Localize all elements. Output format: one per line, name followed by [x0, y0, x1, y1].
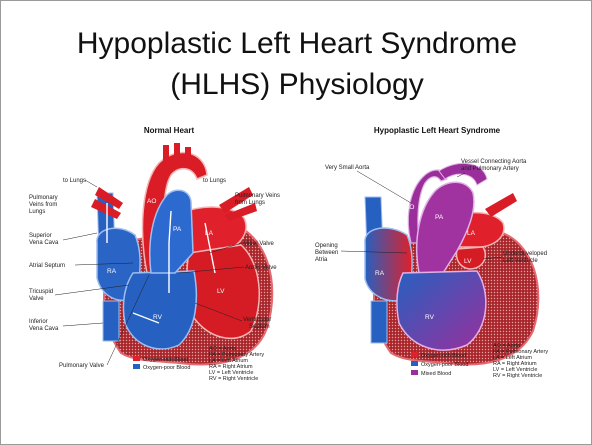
aortic-branch-1	[163, 145, 169, 161]
leader-svc	[63, 233, 97, 240]
label-vessel-connecting-2: and Pulmonary Artery	[461, 166, 519, 172]
right-ventricle-shape	[123, 271, 196, 349]
hlhs-legend-swatch-oxygen-poor	[411, 361, 418, 366]
hlhs-heart-diagram: Hypoplastic Left Heart Syndrome AO PA LA…	[307, 123, 569, 385]
legend-swatch-oxygen-rich	[133, 356, 140, 361]
label-tricuspid-1: Tricuspid	[29, 289, 53, 295]
legend-label-oxygen-rich: Oxygen-rich Blood	[143, 357, 188, 363]
hlhs-chamber-label-lv: LV	[464, 258, 472, 265]
slide-title-line-1: Hypoplastic Left Heart Syndrome	[21, 23, 573, 64]
normal-heart-diagram: Normal Heart AO PA LA	[29, 123, 285, 385]
label-ivc-1: Inferior	[29, 319, 48, 325]
hlhs-legend-swatch-mixed	[411, 370, 418, 375]
label-svc-2: Vena Cava	[29, 240, 59, 246]
label-pulmonary-veins-right-1: Pulmonary Veins	[235, 193, 280, 199]
label-pulmonary-veins-left-1: Pulmonary	[29, 195, 58, 201]
label-svc-1: Superior	[29, 233, 52, 239]
hlhs-legend-label-mixed: Mixed Blood	[421, 371, 451, 377]
label-to-lungs-right: to Lungs	[203, 178, 226, 184]
label-opening-1: Opening	[315, 243, 338, 249]
label-pulmonary-veins-left-3: Lungs	[29, 209, 45, 215]
label-pulmonary-valve: Pulmonary Valve	[59, 363, 105, 369]
label-vessel-connecting-1: Vessel Connecting Aorta	[461, 159, 527, 165]
hlhs-chamber-label-la: LA	[467, 230, 476, 237]
aortic-branch-2	[174, 143, 180, 161]
chamber-label-ao: AO	[147, 198, 156, 205]
chamber-label-ra: RA	[107, 268, 117, 275]
hlhs-key-rv: RV = Right Ventricle	[493, 373, 542, 379]
leader-to-lungs-left	[85, 180, 97, 187]
hlhs-chamber-label-ao: AO	[405, 204, 414, 211]
hlhs-pulmonary-veins	[485, 193, 517, 217]
hlhs-chamber-label-ra: RA	[375, 270, 385, 277]
legend-label-oxygen-poor: Oxygen-poor Blood	[143, 365, 190, 371]
chamber-label-lv: LV	[217, 288, 225, 295]
slide-title-line-2: (HLHS) Physiology	[21, 64, 573, 105]
hlhs-legend-label-oxygen-rich: Oxygen-rich Blood	[421, 353, 466, 359]
label-underdeveloped-2: Left Ventricle	[503, 258, 538, 264]
label-ivc-2: Vena Cava	[29, 326, 59, 332]
label-very-small-aorta: Very Small Aorta	[325, 165, 370, 171]
label-to-lungs-left: to Lungs	[63, 178, 86, 184]
key-rv: RV = Right Ventricle	[209, 376, 258, 382]
hlhs-heart-panel: Hypoplastic Left Heart Syndrome AO PA LA…	[307, 123, 569, 385]
aortic-branch-3	[185, 147, 191, 163]
hlhs-chamber-label-pa: PA	[435, 214, 444, 221]
label-mitral-valve: Mitral Valve	[243, 241, 275, 247]
chamber-label-pa: PA	[173, 226, 182, 233]
label-ventricular-septum-2: Septum	[249, 324, 270, 330]
label-underdeveloped-1: Underdeveloped	[503, 251, 547, 257]
normal-heart-title: Normal Heart	[144, 126, 195, 135]
hlhs-right-ventricle-shape	[397, 271, 486, 350]
label-opening-2: Between	[315, 250, 338, 256]
hlhs-legend-label-oxygen-poor: Oxygen-poor Blood	[421, 362, 468, 368]
hlhs-legend-swatch-oxygen-rich	[411, 352, 418, 357]
label-pulmonary-veins-right-2: from Lungs	[235, 200, 265, 206]
label-aortic-valve: Aortic Valve	[245, 265, 277, 271]
slide-title: Hypoplastic Left Heart Syndrome (HLHS) P…	[21, 23, 573, 105]
hlhs-chamber-label-rv: RV	[425, 314, 435, 321]
legend-swatch-oxygen-poor	[133, 364, 140, 369]
label-atrial-septum: Atrial Septum	[29, 263, 65, 269]
chamber-label-la: LA	[205, 230, 214, 237]
label-ventricular-septum-1: Ventricular	[243, 317, 271, 323]
inferior-vena-cava-shape	[103, 301, 119, 341]
normal-heart-panel: Normal Heart AO PA LA	[29, 123, 285, 385]
leader-ivc	[63, 323, 103, 326]
hlhs-heart-title: Hypoplastic Left Heart Syndrome	[374, 126, 501, 135]
label-opening-3: Atria	[315, 257, 328, 263]
label-pulmonary-veins-left-2: Veins from	[29, 202, 57, 208]
label-tricuspid-2: Valve	[29, 296, 44, 302]
chamber-label-rv: RV	[153, 314, 163, 321]
hlhs-inferior-vena-cava-shape	[371, 301, 387, 343]
